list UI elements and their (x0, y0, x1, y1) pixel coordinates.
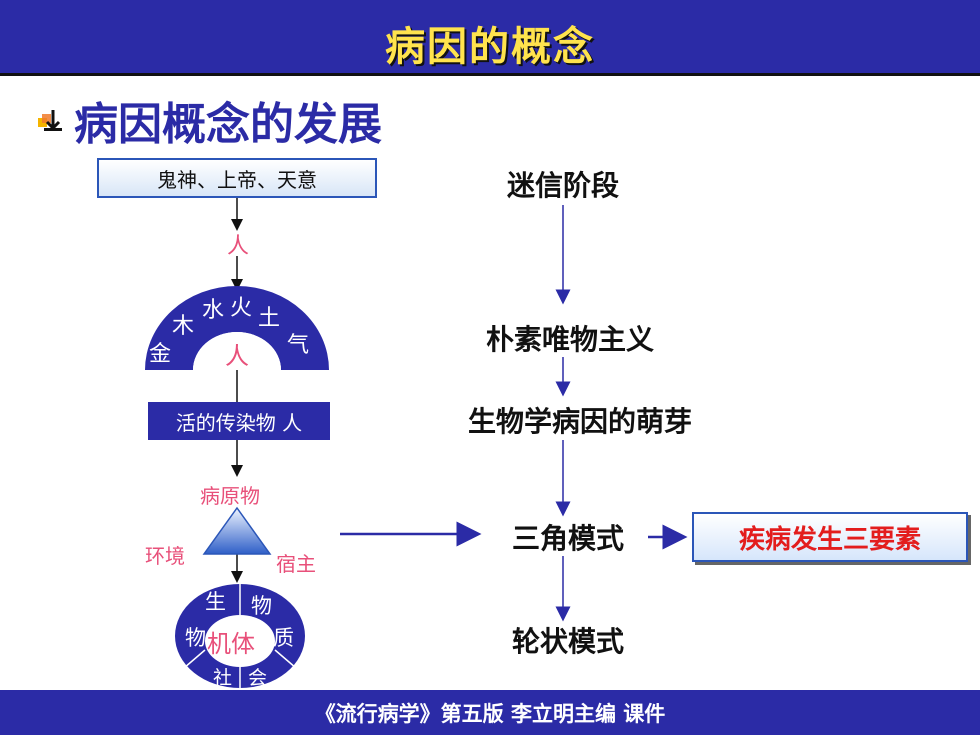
element-qi: 气 (287, 333, 310, 358)
wheel-hub (205, 615, 275, 667)
wheel-label-bio-2: 物 (251, 594, 272, 618)
footer-text: 《流行病学》第五版 李立明主编 课件 (314, 702, 666, 726)
element-fire: 火 (230, 296, 253, 321)
five-elements-ring (145, 286, 329, 370)
triangle-label-environment: 环境 (145, 544, 185, 568)
element-water: 水 (202, 298, 225, 323)
person-label: 人 (227, 234, 250, 259)
element-metal: 金 (149, 342, 172, 367)
wheel-label-physical-1: 物 (185, 626, 206, 650)
element-wood: 木 (172, 314, 195, 339)
wheel-label-bio-1: 生 (205, 590, 226, 614)
triangle-label-host: 宿主 (276, 552, 316, 576)
slide-title: 病因的概念 (385, 24, 595, 70)
title-bar: 病因的概念 (0, 0, 980, 76)
five-elements-center (193, 332, 281, 370)
stage-naive-materialism: 朴素唯物主义 (485, 323, 655, 356)
wheel-label-social-2: 会 (248, 667, 268, 689)
epidemiologic-triangle (202, 506, 272, 555)
stage-superstition: 迷信阶段 (506, 169, 620, 202)
stage-biological-cause: 生物学病因的萌芽 (467, 405, 693, 438)
wheel-label-social-1: 社 (213, 667, 233, 689)
five-elements-center-label: 人 (225, 342, 249, 370)
element-earth: 土 (258, 306, 281, 331)
wheel-center-label: 机体 (207, 630, 255, 658)
wheel-label-physical-2: 质 (273, 626, 294, 650)
stage-triangle-model: 三角模式 (511, 522, 625, 555)
contagion-box: 活的传染物 人 (148, 402, 330, 440)
bullet-icon (38, 110, 62, 131)
disease-triad-box: 疾病发生三要素 (692, 512, 968, 562)
footer-bar: 《流行病学》第五版 李立明主编 课件 (0, 690, 980, 735)
triangle-label-pathogen: 病原物 (200, 484, 260, 508)
section-heading: 病因概念的发展 (74, 99, 382, 150)
stage-wheel-model: 轮状模式 (511, 625, 625, 658)
gods-box: 鬼神、上帝、天意 (97, 158, 377, 198)
